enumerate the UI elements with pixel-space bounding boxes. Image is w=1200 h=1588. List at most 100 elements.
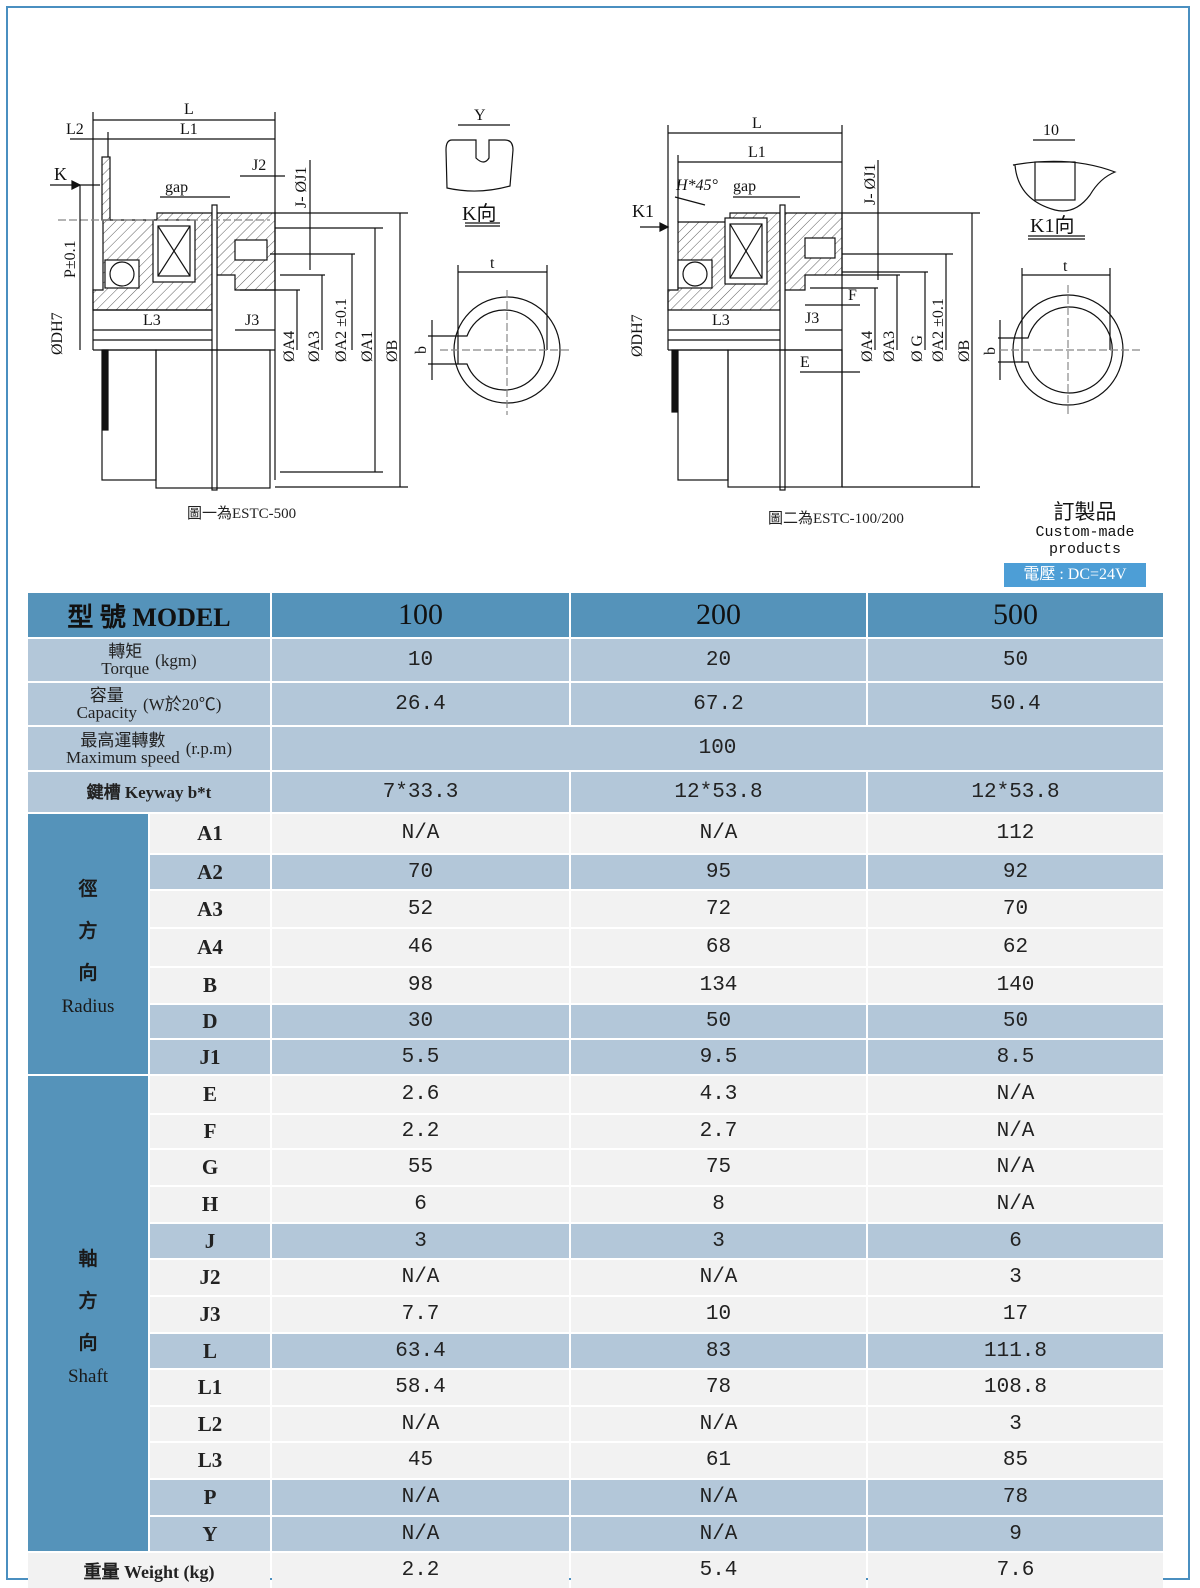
param-p: P xyxy=(150,1480,270,1515)
value-b-100: 98 xyxy=(272,968,569,1003)
param-l2: L2 xyxy=(150,1407,270,1441)
dim-J-J1: J- ØJ1 xyxy=(862,164,879,205)
dim-F: F xyxy=(848,287,857,304)
param-j: J xyxy=(150,1224,270,1258)
dim-G: Ø G xyxy=(909,334,926,362)
custom-made-en-2: products xyxy=(1048,541,1121,558)
custom-made-note: 訂製品 Custom-made products xyxy=(1030,500,1140,558)
dim-A3: ØA3 xyxy=(306,331,323,362)
weight-200: 5.4 xyxy=(571,1553,866,1588)
param-j2: J2 xyxy=(150,1260,270,1295)
shaft-zh-2: 方 xyxy=(78,1290,98,1312)
torque-500: 50 xyxy=(868,639,1163,681)
value-p-500: 78 xyxy=(868,1480,1163,1515)
param-a1: A1 xyxy=(150,814,270,853)
keyway-500: 12*53.8 xyxy=(868,772,1163,812)
value-f-200: 2.7 xyxy=(571,1115,866,1148)
value-a1-100: N/A xyxy=(272,814,569,853)
capacity-zh: 容量 xyxy=(89,686,124,705)
value-j-500: 6 xyxy=(868,1224,1163,1258)
value-b-500: 140 xyxy=(868,968,1163,1003)
dim-L1: L1 xyxy=(748,144,766,161)
value-a4-200: 68 xyxy=(571,929,866,966)
param-a2: A2 xyxy=(150,855,270,889)
value-j1-100: 5.5 xyxy=(272,1040,569,1074)
keyway-200: 12*53.8 xyxy=(571,772,866,812)
dim-B: ØB xyxy=(384,340,401,362)
dim-J3: J3 xyxy=(805,310,819,327)
max-speed-value: 100 xyxy=(272,727,1163,770)
dim-L3: L3 xyxy=(712,312,730,329)
value-h-100: 6 xyxy=(272,1187,569,1222)
capacity-500: 50.4 xyxy=(868,683,1163,725)
model-200-header: 200 xyxy=(571,593,866,637)
dim-gap: gap xyxy=(733,178,756,195)
drawing-1-caption: 圖一為ESTC-500 xyxy=(187,506,297,522)
dim-10: 10 xyxy=(1043,122,1059,139)
view-arrow-K1: K1 xyxy=(632,201,654,221)
value-l1-100: 58.4 xyxy=(272,1370,569,1405)
value-a1-200: N/A xyxy=(571,814,866,853)
weight-500: 7.6 xyxy=(868,1553,1163,1588)
shaft-zh-1: 軸 xyxy=(78,1248,98,1270)
max-speed-zh: 最高運轉數 xyxy=(80,730,166,750)
capacity-100: 26.4 xyxy=(272,683,569,725)
radius-zh-2: 方 xyxy=(78,921,98,942)
value-e-100: 2.6 xyxy=(272,1076,569,1113)
radius-zh-1: 徑 xyxy=(78,879,98,900)
value-a3-200: 72 xyxy=(571,891,866,927)
model-500-header: 500 xyxy=(868,593,1163,637)
torque-100: 10 xyxy=(272,639,569,681)
param-j1: J1 xyxy=(150,1040,270,1074)
weight-100: 2.2 xyxy=(272,1553,569,1588)
dim-A4: ØA4 xyxy=(859,331,876,362)
capacity-en: Capacity xyxy=(76,703,138,722)
dim-J3: J3 xyxy=(245,312,259,329)
dim-L1: L1 xyxy=(180,121,198,138)
value-j3-200: 10 xyxy=(571,1297,866,1332)
value-a2-500: 92 xyxy=(868,855,1163,889)
shaft-zh-3: 向 xyxy=(78,1332,98,1354)
value-a3-500: 70 xyxy=(868,891,1163,927)
value-a3-100: 52 xyxy=(272,891,569,927)
value-j1-200: 9.5 xyxy=(571,1040,866,1074)
value-p-200: N/A xyxy=(571,1480,866,1515)
value-a4-100: 46 xyxy=(272,929,569,966)
value-j-200: 3 xyxy=(571,1224,866,1258)
keyway-label: 鍵槽 Keyway b*t xyxy=(28,772,270,812)
dim-DH7: ØDH7 xyxy=(629,314,646,357)
value-g-500: N/A xyxy=(868,1150,1163,1185)
drawing-1-estc-500 xyxy=(50,112,570,491)
dim-B: ØB xyxy=(956,340,973,362)
value-a1-500: 112 xyxy=(868,814,1163,853)
value-p-100: N/A xyxy=(272,1480,569,1515)
view-label-K: K向 xyxy=(462,202,496,225)
voltage-badge: 電壓 : DC=24V xyxy=(1004,563,1146,587)
custom-made-zh: 訂製品 xyxy=(1053,500,1117,524)
model-header: 型 號 MODEL xyxy=(28,593,270,637)
value-a4-500: 62 xyxy=(868,929,1163,966)
value-l-200: 83 xyxy=(571,1334,866,1368)
value-j3-100: 7.7 xyxy=(272,1297,569,1332)
value-j-100: 3 xyxy=(272,1224,569,1258)
value-j2-200: N/A xyxy=(571,1260,866,1295)
param-l3: L3 xyxy=(150,1443,270,1478)
shaft-en: Shaft xyxy=(67,1365,109,1387)
value-l-100: 63.4 xyxy=(272,1334,569,1368)
param-f: F xyxy=(150,1115,270,1148)
dim-L3: L3 xyxy=(143,312,161,329)
value-l3-100: 45 xyxy=(272,1443,569,1478)
value-l2-200: N/A xyxy=(571,1407,866,1441)
value-f-100: 2.2 xyxy=(272,1115,569,1148)
param-y: Y xyxy=(150,1517,270,1551)
value-e-200: 4.3 xyxy=(571,1076,866,1113)
max-speed-unit: (r.p.m) xyxy=(185,739,233,758)
view-arrow-K: K xyxy=(54,164,67,184)
value-y-100: N/A xyxy=(272,1517,569,1551)
model-100-header: 100 xyxy=(272,593,569,637)
param-h: H xyxy=(150,1187,270,1222)
dim-H-chamfer: H*45° xyxy=(675,177,719,194)
dim-L: L xyxy=(752,115,762,132)
